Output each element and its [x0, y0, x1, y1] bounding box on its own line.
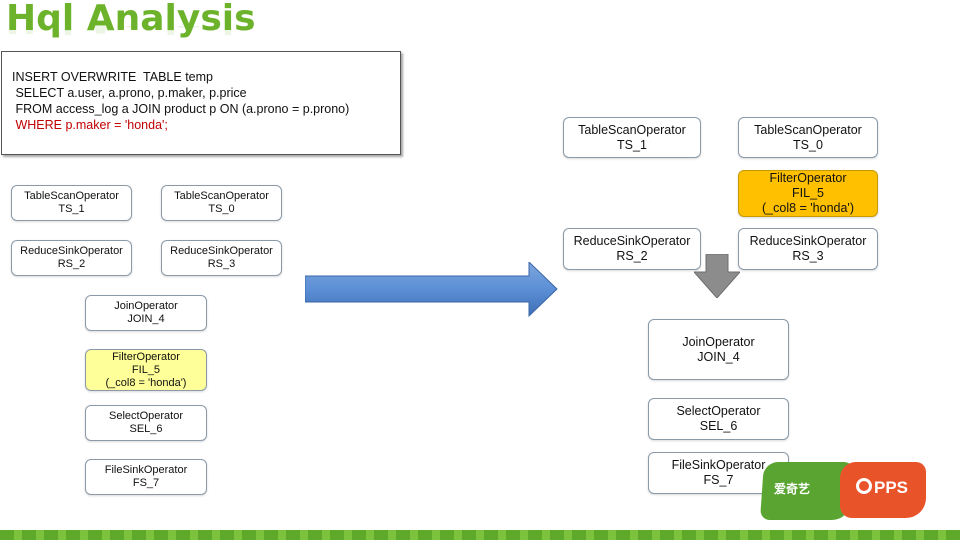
right-rs3-node: ReduceSinkOperator RS_3: [738, 228, 878, 270]
left-fil5-node: FilterOperator FIL_5 (_col8 = 'honda'): [85, 349, 207, 391]
left-fil5-name: FilterOperator: [112, 350, 180, 363]
left-sel6-id: SEL_6: [129, 423, 163, 435]
right-join4-node: JoinOperator JOIN_4: [648, 319, 789, 380]
right-ts1-node: TableScanOperator TS_1: [563, 117, 701, 158]
down-arrow-icon: [694, 254, 740, 298]
right-fs7-name: FileSinkOperator: [671, 458, 766, 472]
left-sel6-name: SelectOperator: [109, 410, 183, 422]
right-rs2-name: ReduceSinkOperator: [573, 234, 691, 248]
left-ts1-id: TS_1: [58, 203, 85, 215]
left-fs7-name: FileSinkOperator: [104, 464, 188, 476]
left-rs3-node: ReduceSinkOperator RS_3: [161, 240, 282, 276]
pps-logo-shape: [840, 462, 926, 518]
left-rs3-name: ReduceSinkOperator: [170, 245, 273, 257]
left-join4-node: JoinOperator JOIN_4: [85, 295, 207, 331]
right-ts0-name: TableScanOperator: [754, 122, 862, 137]
left-rs2-name: ReduceSinkOperator: [20, 245, 123, 257]
slide-title-reflection: Hql Analysis: [6, 26, 256, 40]
right-ts1-name: TableScanOperator: [578, 122, 686, 137]
right-ts0-node: TableScanOperator TS_0: [738, 117, 878, 158]
right-fil5-name: FilterOperator: [769, 171, 847, 185]
left-rs2-id: RS_2: [57, 258, 86, 270]
right-sel6-node: SelectOperator SEL_6: [648, 398, 789, 440]
footer-stripe: [0, 530, 960, 540]
left-fs7-node: FileSinkOperator FS_7: [85, 459, 207, 495]
left-ts0-id: TS_0: [208, 203, 235, 215]
right-sel6-name: SelectOperator: [676, 404, 761, 418]
left-fil5-predicate: (_col8 = 'honda'): [105, 376, 187, 389]
right-rs3-id: RS_3: [792, 249, 824, 263]
left-join4-id: JOIN_4: [127, 313, 165, 325]
right-sel6-id: SEL_6: [699, 419, 738, 433]
sql-line-from: FROM access_log a JOIN product p ON (a.p…: [12, 102, 350, 116]
right-rs2-node: ReduceSinkOperator RS_2: [563, 228, 701, 270]
left-rs2-node: ReduceSinkOperator RS_2: [11, 240, 132, 276]
iqiyi-logo-text: 爱奇艺: [774, 482, 811, 496]
left-sel6-node: SelectOperator SEL_6: [85, 405, 207, 441]
pps-play-icon: [856, 478, 872, 494]
left-join4-name: JoinOperator: [114, 300, 178, 312]
sql-line-insert: INSERT OVERWRITE TABLE temp: [12, 70, 213, 84]
right-fil5-node: FilterOperator FIL_5 (_col8 = 'honda'): [738, 170, 878, 217]
sql-line-select: SELECT a.user, a.prono, p.maker, p.price: [12, 86, 247, 100]
right-rs2-id: RS_2: [616, 249, 648, 263]
hql-query-box: INSERT OVERWRITE TABLE temp SELECT a.use…: [1, 51, 401, 155]
left-fil5-id: FIL_5: [131, 363, 161, 376]
left-ts0-name: TableScanOperator: [174, 190, 269, 202]
left-rs3-id: RS_3: [207, 258, 236, 270]
right-fs7-id: FS_7: [703, 473, 734, 487]
left-ts1-node: TableScanOperator TS_1: [11, 185, 132, 221]
left-ts1-name: TableScanOperator: [24, 190, 119, 202]
slide-title: Hql Analysis: [6, 0, 256, 39]
transform-arrow-icon: [305, 262, 558, 318]
right-fil5-predicate: (_col8 = 'honda'): [762, 201, 854, 215]
pps-logo-text: PPS: [874, 478, 909, 497]
right-ts0-id: TS_0: [793, 137, 823, 152]
iqiyi-pps-logo: 爱奇艺 PPS: [759, 458, 930, 522]
right-ts1-id: TS_1: [617, 137, 647, 152]
left-fs7-id: FS_7: [132, 477, 160, 489]
left-ts0-node: TableScanOperator TS_0: [161, 185, 282, 221]
sql-line-where: WHERE p.maker = 'honda';: [12, 118, 168, 132]
right-join4-name: JoinOperator: [682, 334, 755, 349]
right-join4-id: JOIN_4: [697, 349, 740, 364]
right-rs3-name: ReduceSinkOperator: [749, 234, 867, 248]
right-fil5-id: FIL_5: [792, 186, 824, 200]
